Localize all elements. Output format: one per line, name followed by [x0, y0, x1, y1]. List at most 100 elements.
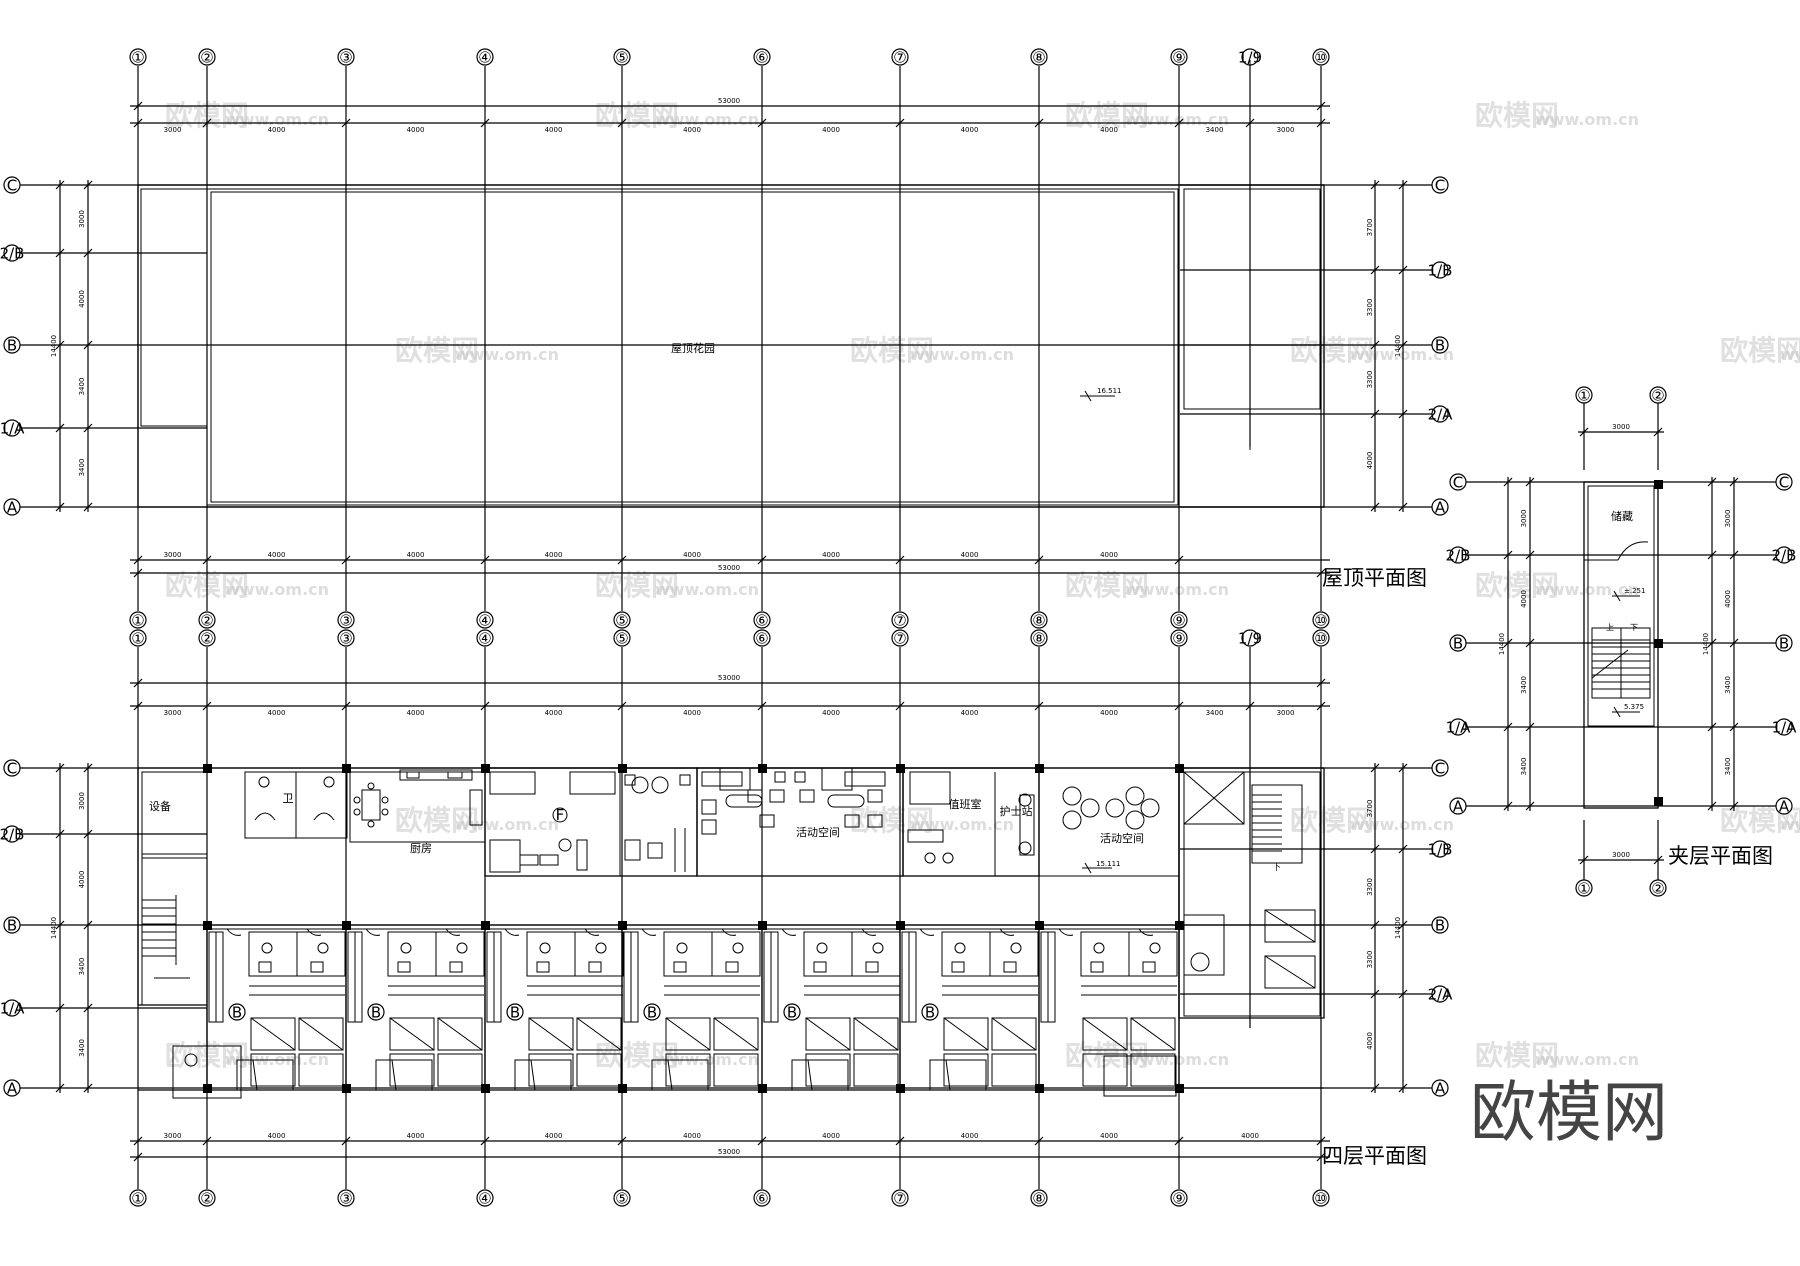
- mezz-bubble-row-left-3: 1/A: [1446, 718, 1471, 737]
- guest-room-unit: B: [345, 928, 485, 1091]
- duty-and-nurse: 值班室 护士站: [902, 767, 1040, 877]
- stair-right: [1251, 784, 1303, 864]
- svg-text:B: B: [1435, 337, 1445, 355]
- equipment-room: [141, 771, 208, 855]
- mezz-bubble-col-0: ①: [1575, 386, 1593, 405]
- dim-span-text: 4000: [1100, 709, 1118, 717]
- bed: [943, 1017, 989, 1051]
- svg-text:⑧: ⑧: [1032, 49, 1045, 67]
- grid-bubble-col-bottom-6: ⑥: [753, 1189, 771, 1208]
- dim-total-text: 53000: [718, 97, 740, 105]
- column: [1035, 921, 1044, 930]
- dim-span-text: 4000: [545, 709, 563, 717]
- dim-bottom-text: 3000: [164, 1132, 182, 1140]
- row-dim-right: 3700: [1366, 800, 1374, 818]
- grid-bubble-row-3: 1/A: [0, 419, 25, 438]
- grid-bubble-col-bottom-6: ⑥: [753, 611, 771, 630]
- dim-bottom-text: 4000: [407, 551, 425, 559]
- svg-text:B: B: [7, 917, 17, 935]
- grid-bubble-col-5: ⑤: [613, 48, 631, 67]
- dim-span-text: 4000: [822, 126, 840, 134]
- grid-bubble-row-right-4: A: [1431, 1079, 1449, 1098]
- svg-text:A: A: [1779, 798, 1790, 816]
- bed: [1082, 1053, 1128, 1087]
- dim-bottom-total-text: 53000: [718, 564, 740, 572]
- column: [342, 764, 351, 773]
- bathroom: [941, 931, 991, 977]
- svg-text:②: ②: [1651, 880, 1664, 898]
- dim-bottom-total-text: 53000: [718, 1148, 740, 1156]
- svg-text:⑥: ⑥: [755, 1190, 768, 1208]
- door-arc: [861, 928, 877, 936]
- dim-span-text: 4000: [407, 709, 425, 717]
- dim-span-text: 3400: [1206, 709, 1224, 717]
- mezz-row-dim: 3400: [1520, 676, 1528, 694]
- row-dim-right: 3300: [1366, 371, 1374, 389]
- svg-text:③: ③: [339, 1190, 352, 1208]
- grid-bubble-row-right-0: C: [1431, 759, 1449, 778]
- activity-space-2: 活动空间 15.111: [1038, 767, 1180, 877]
- svg-text:⑤: ⑤: [615, 612, 628, 630]
- guest-room-unit: B: [761, 928, 901, 1091]
- svg-text:C: C: [1779, 474, 1789, 492]
- grid-bubble-row-4: A: [3, 498, 21, 517]
- mezz-bubble-row-left-0: C: [1449, 473, 1467, 492]
- grid-bubble-row-right-2: B: [1431, 916, 1449, 935]
- mezz-bubble-row-right-1: 2/B: [1772, 546, 1796, 565]
- grid-bubble-col-bottom-5: ⑤: [613, 1189, 631, 1208]
- mezz-bubble-col-1: ②: [1649, 879, 1667, 898]
- svg-text:1/B: 1/B: [1428, 841, 1453, 859]
- column: [1035, 1084, 1044, 1093]
- grid-bubble-col-9: ⑨: [1170, 629, 1188, 648]
- svg-text:5.375: 5.375: [1624, 703, 1644, 711]
- door-arc: [365, 928, 381, 936]
- watermark-brand: 欧模网: [595, 569, 679, 602]
- guest-room-unit: B: [206, 928, 346, 1091]
- mezz-dim-bottom-text: 3000: [1612, 851, 1630, 859]
- door-arc: [584, 928, 600, 936]
- mezz-bubble-col-1: ②: [1649, 386, 1667, 405]
- watermark-brand: 欧模网: [1065, 569, 1149, 602]
- bed: [805, 1017, 851, 1051]
- room-tag-b: [643, 1003, 661, 1021]
- mezz-overall-height: 14400: [1498, 633, 1506, 655]
- svg-text:C: C: [7, 177, 17, 195]
- svg-text:1/9: 1/9: [1238, 49, 1262, 67]
- svg-text:③: ③: [339, 612, 352, 630]
- watermark-brand: 欧模网: [1720, 334, 1800, 367]
- bathroom: [296, 931, 346, 977]
- grid-bubble-row-right-4: A: [1431, 498, 1449, 517]
- grid-bubble-col-2: ②: [198, 629, 216, 648]
- grid-bubble-row-3: 1/A: [0, 999, 25, 1018]
- svg-text:⑦: ⑦: [893, 612, 906, 630]
- bed: [576, 1017, 622, 1051]
- svg-text:①: ①: [131, 612, 144, 630]
- dim-bottom-text: 3000: [164, 551, 182, 559]
- column: [203, 1084, 212, 1093]
- row-dim-right: 3300: [1366, 878, 1374, 896]
- dim-bottom-text: 4000: [407, 1132, 425, 1140]
- svg-text:C: C: [1453, 474, 1463, 492]
- grid-bubble-col-bottom-7: ⑦: [891, 1189, 909, 1208]
- svg-text:②: ②: [200, 612, 213, 630]
- room-tag-b-label: B: [232, 1004, 242, 1022]
- grid-bubble-col-10: 1/9: [1238, 629, 1262, 648]
- dim-total-text: 53000: [718, 674, 740, 682]
- end-balcony: [172, 1045, 242, 1099]
- bed: [665, 1053, 711, 1087]
- watermark-brand: 欧模网: [1475, 569, 1559, 602]
- grid-bubble-row-right-3: 2/A: [1428, 985, 1453, 1004]
- roof-garden-label: 屋顶花园: [671, 342, 715, 355]
- grid-bubble-col-bottom-1: ①: [129, 1189, 147, 1208]
- svg-text:A: A: [7, 1080, 18, 1098]
- mezz-bubble-row-right-0: C: [1775, 473, 1793, 492]
- roof-elevation-mark: 16.511: [1080, 387, 1122, 402]
- bed: [298, 1017, 344, 1051]
- dim-bottom-text: 4000: [822, 551, 840, 559]
- row-dim-right: 3300: [1366, 951, 1374, 969]
- svg-text:②: ②: [200, 630, 213, 648]
- row-dim-left: 3000: [78, 792, 86, 810]
- column: [342, 1084, 351, 1093]
- bed: [1130, 1053, 1176, 1087]
